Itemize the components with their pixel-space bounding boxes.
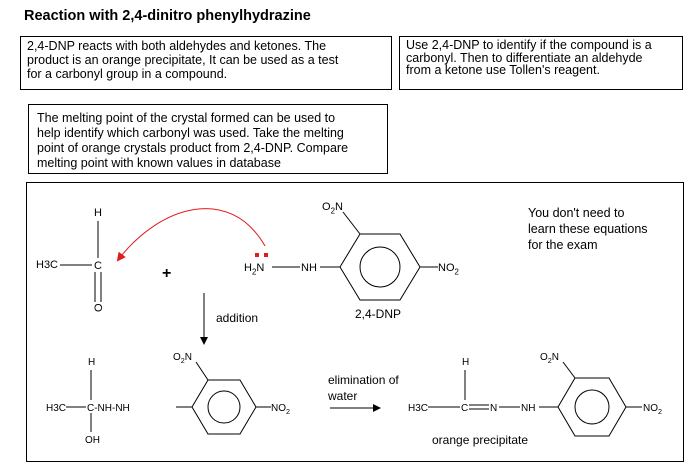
electron-arrow bbox=[116, 208, 266, 262]
atom-oh: OH bbox=[85, 435, 100, 446]
info-box-tollens: Use 2,4-DNP to identify if the compound … bbox=[399, 36, 683, 90]
info-line: 2,4-DNP reacts with both aldehydes and k… bbox=[27, 39, 327, 53]
atom-h3c: H3C bbox=[36, 259, 58, 271]
info-line: point of orange crystals product from 2,… bbox=[37, 141, 349, 155]
group-o2n: O2N bbox=[173, 352, 192, 365]
product-molecule: H H3C C N NH O2N NO2 orange precipitate bbox=[408, 352, 662, 447]
group-no2: NO2 bbox=[438, 262, 459, 276]
intermediate-molecule: H H3C C-NH-NH OH O2N NO2 bbox=[46, 352, 290, 446]
info-box-dnp-reaction: 2,4-DNP reacts with both aldehydes and k… bbox=[20, 36, 392, 90]
dnp-molecule: H2N NH O2N NO2 2,4-DNP bbox=[244, 201, 459, 321]
info-line: The melting point of the crystal formed … bbox=[37, 111, 336, 125]
lone-pair-dot bbox=[255, 253, 259, 257]
chain-c-nh-nh: C-NH-NH bbox=[87, 403, 130, 414]
note-line: learn these equations bbox=[528, 222, 648, 236]
plus-sign: + bbox=[162, 265, 171, 282]
dnp-label: 2,4-DNP bbox=[355, 307, 401, 321]
info-line: Use 2,4-DNP to identify if the compound … bbox=[406, 38, 652, 52]
atom-h3c: H3C bbox=[46, 403, 66, 414]
page-title: Reaction with 2,4-dinitro phenylhydrazin… bbox=[24, 8, 311, 24]
note-line: for the exam bbox=[528, 238, 597, 252]
info-line: melting point with known values in datab… bbox=[37, 156, 281, 170]
info-line: help identify which carbonyl was used. T… bbox=[37, 126, 344, 140]
atom-h: H bbox=[94, 207, 102, 219]
product-label: orange precipitate bbox=[432, 433, 528, 447]
elimination-label: water bbox=[327, 389, 357, 403]
atom-c: C bbox=[461, 403, 468, 414]
info-line: product is an orange precipitate, It can… bbox=[27, 53, 339, 67]
atom-c: C bbox=[94, 260, 102, 272]
group-no2: NO2 bbox=[643, 403, 662, 416]
atom-h: H bbox=[462, 357, 469, 368]
atom-h3c: H3C bbox=[408, 403, 428, 414]
group-no2: NO2 bbox=[271, 403, 290, 416]
atom-nh: NH bbox=[301, 262, 317, 274]
atom-h2n: H2N bbox=[244, 262, 264, 276]
lone-pair-dot bbox=[264, 253, 268, 257]
reaction-scheme-panel bbox=[26, 182, 684, 462]
aldehyde-molecule: H H3C C O bbox=[36, 207, 105, 312]
info-line: from a ketone use Tollen's reagent. bbox=[406, 63, 600, 77]
info-line: for a carbonyl group in a compound. bbox=[27, 67, 228, 81]
group-o2n: O2N bbox=[540, 352, 559, 365]
note-line: You don't need to bbox=[528, 206, 625, 220]
atom-n: N bbox=[490, 403, 497, 414]
info-line: carbonyl. Then to differentiate an aldeh… bbox=[406, 50, 643, 65]
addition-label: addition bbox=[216, 311, 258, 325]
elimination-label: elimination of bbox=[328, 373, 399, 387]
atom-h: H bbox=[88, 357, 95, 368]
info-box-melting-point: The melting point of the crystal formed … bbox=[28, 104, 388, 174]
group-o2n: O2N bbox=[322, 201, 343, 215]
atom-o: O bbox=[93, 303, 105, 312]
atom-nh: NH bbox=[521, 403, 535, 414]
